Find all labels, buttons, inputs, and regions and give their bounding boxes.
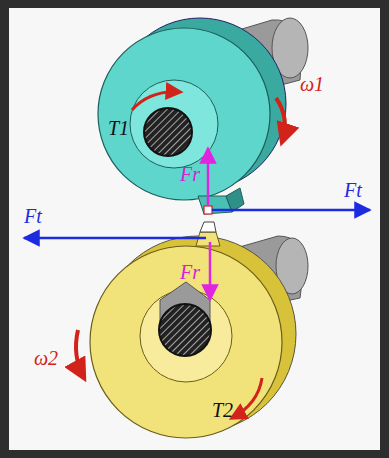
radial-force-arrow [209, 242, 212, 300]
torque-arrow [232, 378, 262, 418]
force-label: Fr [180, 164, 200, 184]
tangential-force-arrow [212, 209, 370, 212]
angular-velocity-label: ω1 [300, 74, 324, 94]
rotation-arrow [76, 330, 84, 378]
force-label: Fr [180, 262, 200, 282]
force-label: Ft [344, 180, 362, 200]
rotation-arrow [276, 98, 285, 142]
contact-point [204, 206, 212, 214]
tangential-force-arrow [24, 237, 206, 240]
torque-label: T2 [212, 400, 233, 420]
driving-gear [98, 18, 308, 214]
torque-label: T1 [108, 118, 129, 138]
radial-force-arrow [207, 148, 210, 206]
torque-arrow [132, 92, 180, 110]
angular-velocity-label: ω2 [34, 348, 58, 368]
driven-gear [90, 222, 308, 438]
force-label: Ft [24, 206, 42, 226]
